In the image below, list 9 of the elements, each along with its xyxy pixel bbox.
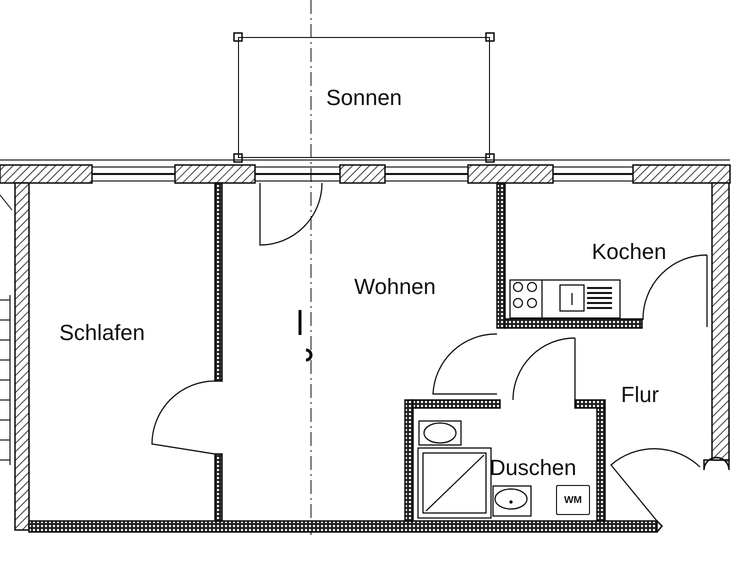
balcony-outline bbox=[238, 37, 490, 158]
appliance-label: WM bbox=[564, 494, 582, 506]
room-label: Flur bbox=[621, 382, 659, 408]
room-label: Wohnen bbox=[354, 274, 436, 300]
room-label: Kochen bbox=[592, 239, 666, 265]
balcony-label: Sonnen bbox=[326, 84, 402, 110]
room-label: Schlafen bbox=[59, 320, 145, 346]
washing-machine-box bbox=[556, 485, 590, 515]
room-label: Duschen bbox=[490, 455, 576, 481]
